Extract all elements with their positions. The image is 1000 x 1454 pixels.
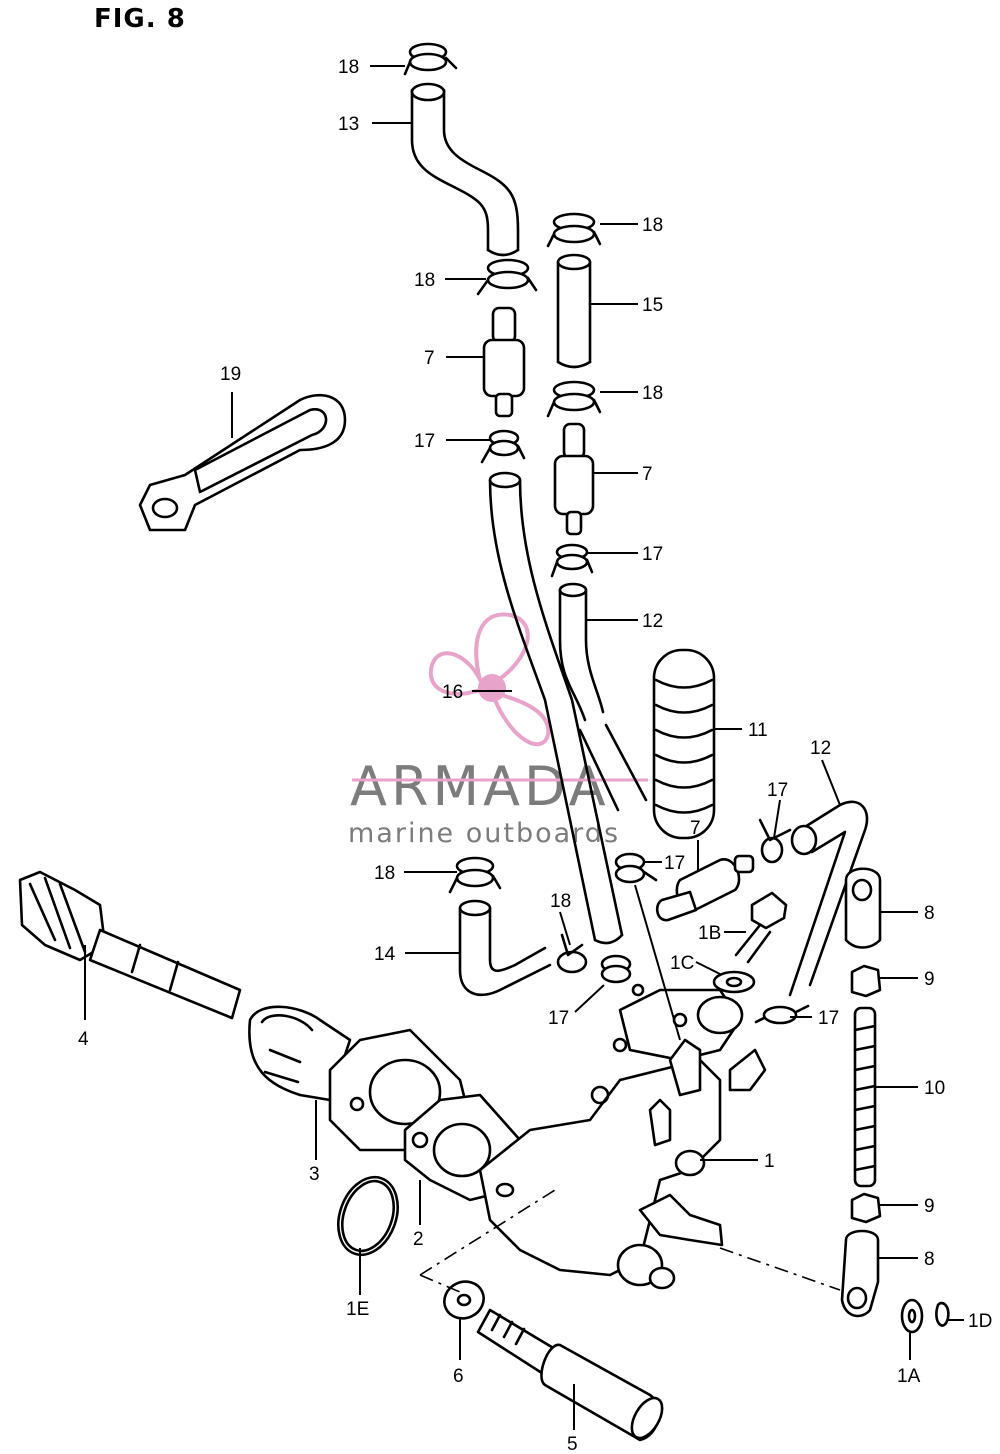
callout-3: 3 [309, 1164, 320, 1185]
callout-8: 8 [924, 903, 935, 924]
clip-icon [556, 933, 588, 974]
callout-7: 7 [690, 818, 701, 839]
callout-1B: 1B [698, 923, 721, 944]
callout-7: 7 [642, 464, 653, 485]
bolt-icon [734, 891, 788, 964]
callout-17: 17 [414, 431, 435, 452]
clip-icon [546, 380, 602, 418]
leader-lines [84, 65, 964, 1430]
callout-9: 9 [924, 1196, 935, 1217]
callout-2: 2 [413, 1229, 424, 1250]
callout-1A: 1A [897, 1366, 921, 1387]
oil-pump-body-icon [478, 983, 767, 1290]
filter-icon [655, 854, 755, 922]
callout-19: 19 [220, 364, 241, 385]
callout-16: 16 [442, 682, 463, 703]
figure-title: FIG. 8 [94, 4, 186, 34]
callout-18: 18 [414, 270, 435, 291]
elbow-hose-icon [458, 899, 552, 997]
callout-8: 8 [924, 1249, 935, 1270]
pin-icon [476, 1308, 664, 1442]
cotter-pin-icon [935, 1301, 950, 1327]
clip-icon [448, 856, 502, 894]
hose-icon [558, 582, 648, 812]
callout-1C: 1C [670, 953, 694, 974]
clip-icon [403, 42, 458, 76]
clip-icon [550, 543, 594, 578]
watermark-brand: ARMADA [350, 755, 610, 818]
callout-4: 4 [78, 1029, 89, 1050]
callout-5: 5 [567, 1434, 578, 1454]
gear-shaft-icon [18, 870, 242, 1020]
bracket-icon [138, 393, 347, 532]
armada-watermark: ARMADA marine outboards [348, 612, 648, 849]
callout-14: 14 [374, 944, 396, 965]
propeller-icon [428, 612, 551, 747]
callout-13: 13 [338, 114, 359, 135]
clip-icon [754, 1004, 810, 1025]
callout-17: 17 [548, 1008, 569, 1029]
spiral-sleeve-icon [652, 648, 716, 840]
callout-18: 18 [642, 215, 663, 236]
callout-12: 12 [810, 738, 831, 759]
nut-icon [850, 1192, 882, 1224]
callout-labels: 18 13 18 15 18 7 18 19 17 7 17 12 16 11 … [78, 57, 992, 1454]
washer-icon [712, 970, 756, 994]
ball-joint-icon [844, 867, 882, 949]
callout-1: 1 [764, 1151, 775, 1172]
callout-17: 17 [664, 853, 685, 874]
filter-icon [482, 306, 526, 418]
washer-icon [900, 1298, 924, 1334]
callout-18: 18 [550, 891, 571, 912]
clip-icon [758, 818, 792, 864]
callout-17: 17 [818, 1008, 839, 1029]
clip-icon [614, 852, 658, 884]
callout-11: 11 [748, 720, 768, 741]
callout-1D: 1D [968, 1311, 992, 1332]
long-hose-icon [488, 471, 624, 945]
parts-drawing [18, 42, 950, 1442]
callout-10: 10 [924, 1078, 945, 1099]
watermark-tagline: marine outboards [348, 818, 620, 849]
callout-18: 18 [338, 57, 359, 78]
callout-15: 15 [642, 295, 663, 316]
clip-icon [480, 429, 526, 464]
straight-hose-icon [556, 253, 592, 369]
clip-icon [600, 954, 632, 984]
callout-9: 9 [924, 969, 935, 990]
ball-joint-icon [840, 1229, 880, 1318]
clip-icon [476, 258, 538, 296]
callout-6: 6 [453, 1366, 464, 1387]
callout-18: 18 [374, 863, 395, 884]
callout-18: 18 [642, 383, 663, 404]
bent-hose-icon [410, 82, 520, 257]
callout-17: 17 [642, 544, 663, 565]
washer-icon [443, 1280, 485, 1320]
o-ring-icon [337, 1175, 399, 1257]
threaded-rod-icon [853, 1006, 877, 1188]
callout-12: 12 [642, 611, 663, 632]
filter-icon [553, 422, 595, 536]
callout-7: 7 [424, 348, 435, 369]
nut-icon [850, 964, 882, 998]
callout-17: 17 [767, 780, 788, 801]
callout-1E: 1E [346, 1299, 369, 1320]
clip-icon [546, 212, 602, 248]
